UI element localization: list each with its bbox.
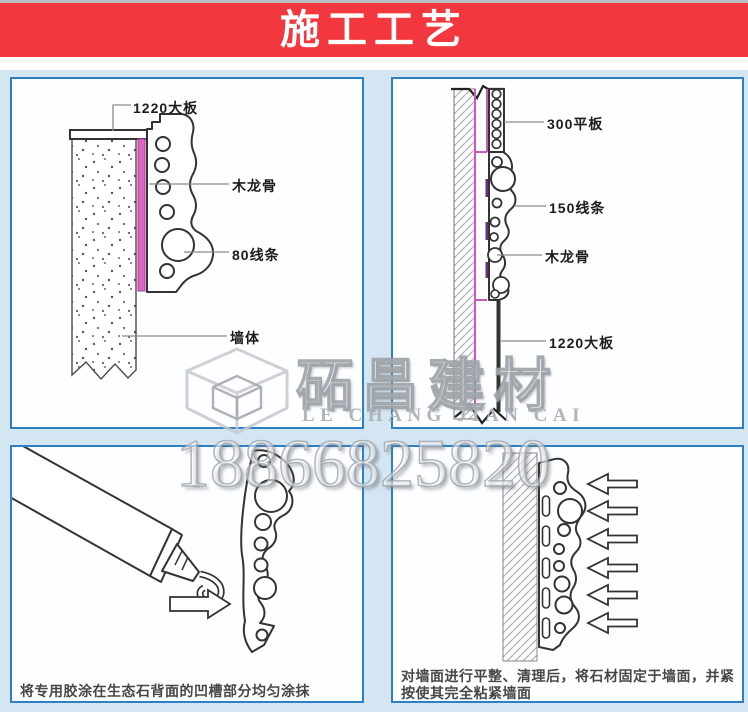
direction-arrow xyxy=(169,588,232,620)
banner-divider xyxy=(0,57,748,70)
panel-section-diagram-150line: 300平板 150线条 木龙骨 1220大板 xyxy=(391,77,744,429)
label-150-line: 150线条 xyxy=(549,200,606,216)
label-1220-board: 1220大板 xyxy=(549,335,615,351)
groove-slots xyxy=(541,495,551,639)
caption-glue-step: 将专用胶涂在生态石背面的凹槽部分均匀涂抹 xyxy=(20,683,310,699)
top-gray-strip xyxy=(0,0,748,3)
tr-diagram xyxy=(451,84,546,425)
tl-diagram xyxy=(69,104,229,381)
gun-nozzle-marks xyxy=(174,550,189,571)
label-wall: 墙体 xyxy=(230,330,260,346)
label-80-line: 80线条 xyxy=(232,247,280,263)
board-1220 xyxy=(496,300,501,412)
label-1220-board: 1220大板 xyxy=(133,100,199,116)
label-wood-keel: 木龙骨 xyxy=(232,178,277,194)
br-diagram xyxy=(502,452,638,662)
bl-diagram xyxy=(12,447,295,653)
moulding-150 xyxy=(487,151,517,301)
bottom-break-line xyxy=(454,403,507,425)
panel-section-diagram-80line: 1220大板 木龙骨 80线条 墙体 xyxy=(10,77,364,429)
panel-glue-application: 将专用胶涂在生态石背面的凹槽部分均匀涂抹 xyxy=(10,445,364,703)
adhesive-strip xyxy=(137,138,146,292)
moulding-profile xyxy=(538,457,587,651)
press-arrows xyxy=(585,472,638,635)
moulding-profile xyxy=(146,113,215,293)
leader-lines xyxy=(112,104,229,337)
caption-press-step: 对墙面进行平整、清理后，将石材固定于墙面，并紧 按使其完全粘紧墙面 xyxy=(401,668,735,702)
wall-hatched xyxy=(502,452,538,662)
adhesive-lines xyxy=(474,89,488,412)
caption-press-line1: 对墙面进行平整、清理后，将石材固定于墙面，并紧 xyxy=(401,668,735,684)
caption-press-line2: 按使其完全粘紧墙面 xyxy=(401,685,532,701)
caulking-gun xyxy=(12,447,200,583)
title-banner: 施工工艺 xyxy=(0,3,748,57)
label-wood-keel: 木龙骨 xyxy=(545,249,590,265)
panel-press-to-wall: 对墙面进行平整、清理后，将石材固定于墙面，并紧 按使其完全粘紧墙面 xyxy=(391,445,744,703)
wall-section xyxy=(71,138,137,381)
leader-lines xyxy=(497,121,546,342)
flat-board-300 xyxy=(488,88,505,153)
page-title: 施工工艺 xyxy=(280,8,468,52)
label-300-flat: 300平板 xyxy=(547,116,604,132)
board-cap xyxy=(69,129,157,140)
wall-hatched xyxy=(453,88,476,420)
moulding-profile xyxy=(240,449,295,653)
